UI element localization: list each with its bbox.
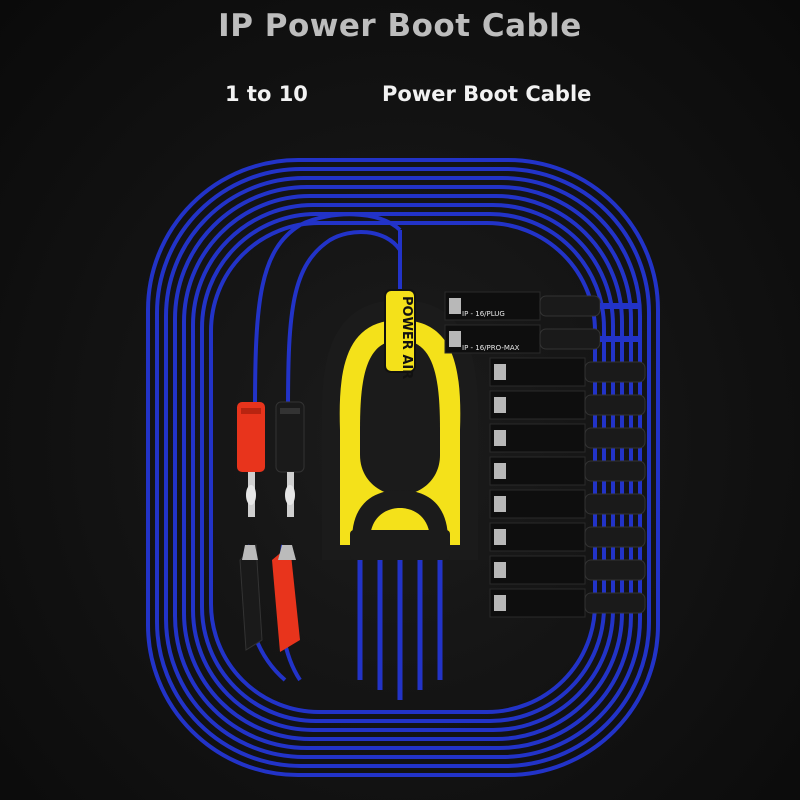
connector-plugs [444, 291, 646, 618]
subtitle-count: 1 to 10 [225, 82, 308, 106]
brand-label: POWER AIR [399, 296, 414, 379]
red-alligator-clip [272, 545, 300, 652]
page-title: IP Power Boot Cable [218, 8, 582, 44]
plug-label-2: IP - 16/PRO-MAX [462, 344, 520, 352]
connector-plug [489, 456, 646, 486]
splitter-housing: POWER AIR [321, 289, 479, 560]
red-banana-plug [237, 402, 265, 517]
subtitle-product: Power Boot Cable [382, 82, 592, 106]
cable-loop [146, 158, 660, 777]
output-cables [357, 560, 443, 700]
connector-plug [489, 390, 646, 420]
connector-plug [444, 291, 640, 321]
plug-label-1: IP - 16/PLUG [462, 310, 505, 318]
connector-plug [489, 423, 646, 453]
cable-loop [155, 167, 651, 768]
black-alligator-clip [239, 543, 263, 651]
connector-plug [489, 522, 646, 552]
connector-plug [444, 324, 640, 354]
connector-plug [489, 357, 646, 387]
black-banana-plug [275, 401, 305, 517]
connector-plug [489, 489, 646, 519]
connector-plug [489, 588, 646, 618]
connector-plug [489, 555, 646, 585]
